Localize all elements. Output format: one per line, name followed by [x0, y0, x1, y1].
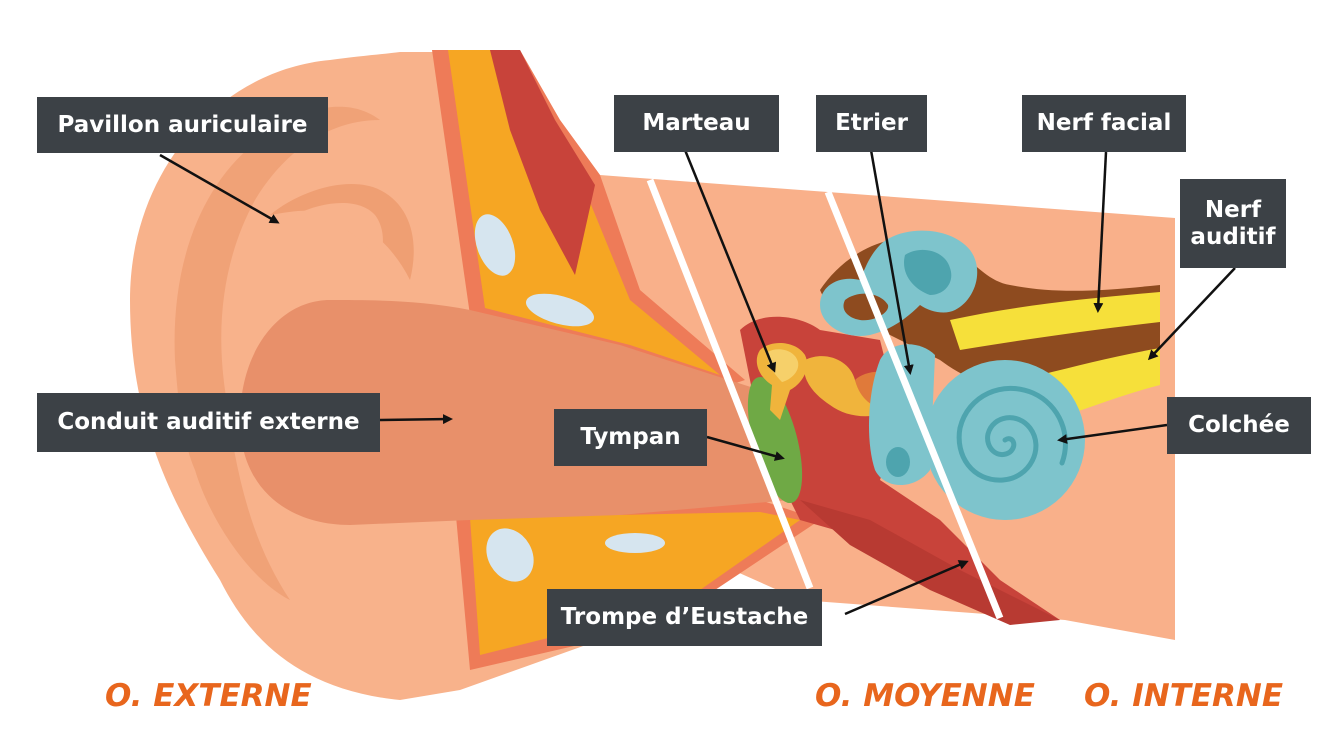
bone-spot-4 [605, 533, 665, 553]
nerve-facial [950, 292, 1160, 350]
section-externe: O. EXTERNE [105, 678, 312, 714]
antihelix-fold [270, 184, 414, 280]
helix-fold [174, 106, 380, 600]
label-conduit-auditif-externe: Conduit auditif externe [37, 393, 380, 452]
label-nerf-facial: Nerf facial [1022, 95, 1186, 152]
antihelix-inner [295, 202, 383, 262]
vestibule-window [886, 447, 910, 477]
nerf-auditif-arrow [1147, 267, 1236, 361]
cochlea-spiral [956, 385, 1068, 483]
pavillon-arrow [159, 153, 280, 224]
nerf-facial-arrow [1093, 151, 1108, 313]
conduit-arrow [379, 414, 453, 425]
label-pavillon-auriculaire: Pavillon auriculaire [37, 97, 328, 153]
bone-spot-3 [486, 528, 534, 582]
label-marteau: Marteau [614, 95, 779, 152]
etrier-arrow [869, 149, 914, 375]
eustachian-tube [800, 500, 1060, 625]
vestibule [868, 344, 935, 485]
semicircular-canal-hole-1 [904, 249, 952, 295]
label-nerf-auditif-line1: Nerf [1204, 197, 1262, 224]
label-tympan: Tympan [554, 409, 707, 466]
bone-spot-2 [525, 293, 595, 327]
section-interne: O. INTERNE [1084, 678, 1284, 714]
ossicle-malleus-inner [767, 349, 799, 382]
trompe-arrow [844, 560, 969, 616]
tympan-arrow [706, 435, 785, 461]
divider-middle-inner [824, 190, 1004, 620]
label-nerf-auditif: Nerf auditif [1180, 179, 1286, 268]
divider-outer-middle [646, 178, 814, 590]
eardrum [747, 376, 803, 504]
label-cochlee: Colchée [1167, 397, 1311, 454]
bone-spot-1 [474, 214, 516, 276]
label-nerf-auditif-line2: auditif [1190, 223, 1276, 250]
label-etrier: Etrier [816, 95, 927, 152]
section-moyenne: O. MOYENNE [815, 678, 1035, 714]
upper-tissue-red [490, 50, 595, 275]
ear-canal [240, 300, 790, 525]
cochlee-arrow [1057, 423, 1168, 444]
marteau-arrow [683, 149, 777, 373]
label-trompe-eustache: Trompe d’Eustache [547, 589, 822, 646]
